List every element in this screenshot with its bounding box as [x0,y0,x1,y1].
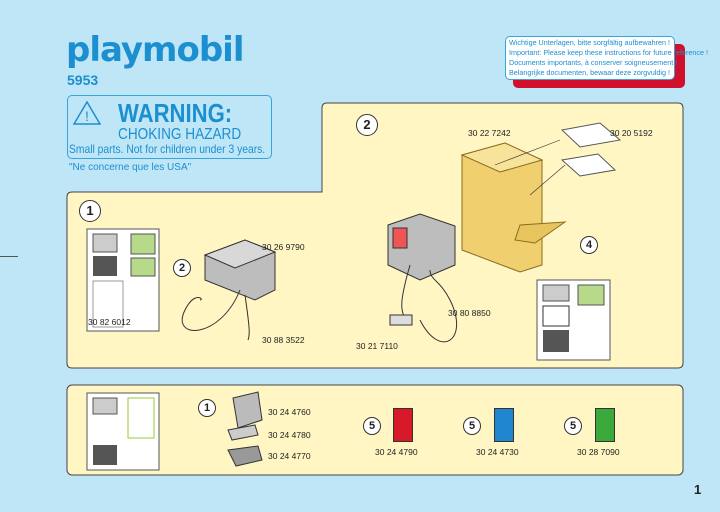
binder-blue [494,408,514,442]
part-number: 30 80 8850 [448,308,491,318]
callout-5: 5 [363,417,381,435]
svg-text:!: ! [85,108,89,124]
usa-note: "Ne concerne que les USA" [69,162,192,173]
part-number: 30 24 4770 [268,451,311,461]
step-2-number: 2 [356,114,378,136]
notice-line: Belangrijke documenten, bewaar deze zorg… [509,68,671,77]
step-1-number: 1 [79,200,101,222]
part-number: 30 28 7090 [577,447,620,457]
part-number: 30 22 7242 [468,128,511,138]
part-number: 30 20 5192 [610,128,653,138]
keep-instructions-notice: Wichtige Unterlagen, bitte sorgfältig au… [505,36,708,80]
warning-body: Small parts. Not for children under 3 ye… [69,142,266,156]
part-number: 30 24 4730 [476,447,519,457]
page-number: 1 [694,482,702,497]
part-number: 30 82 6012 [88,317,131,327]
notice-line: Important: Please keep these instruction… [509,48,708,57]
warning-box: ! WARNING: CHOKING HAZARD Small parts. N… [67,95,272,159]
warning-triangle-icon: ! [72,100,102,125]
part-number: 30 26 9790 [262,242,305,252]
callout-2: 2 [173,259,191,277]
part-number: 30 88 3522 [262,335,305,345]
set-number: 5953 [67,72,99,88]
callout-5: 5 [463,417,481,435]
notice-line: Documents importants, à conserver soigne… [509,58,678,67]
step1-computer-illustration [181,239,277,341]
binder-green [595,408,615,442]
callout-1: 1 [198,399,216,417]
part-number: 30 24 4780 [268,430,311,440]
fold-mark [0,256,18,257]
accessories-booklet-illustration [86,392,160,471]
step2-shelf-illustration [460,122,622,273]
part-number: 30 24 4790 [375,447,418,457]
warning-subtitle: CHOKING HAZARD [118,126,242,143]
step1-booklet-illustration [86,228,160,332]
part-number: 30 21 7110 [356,341,398,351]
binder-red [393,408,413,442]
notice-line: Wichtige Unterlagen, bitte sorgfältig au… [509,38,671,47]
monitor-illustration [227,391,263,467]
callout-5: 5 [564,417,582,435]
step2-computer-illustration [387,213,458,343]
callout-4: 4 [580,236,598,254]
playmobil-logo: playmobil [66,30,244,70]
warning-title: WARNING: [118,98,233,128]
step2-booklet-illustration [536,279,611,361]
part-number: 30 24 4760 [268,407,311,417]
